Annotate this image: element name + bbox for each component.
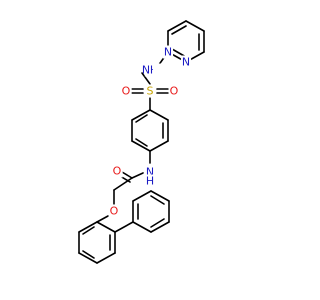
atom-label-background [144, 174, 156, 188]
atom-label-background [168, 84, 180, 98]
double-bond [82, 250, 95, 259]
bond-biaryl [114, 221, 134, 233]
atom-n-pyrimidine-bottom: N [182, 56, 190, 69]
bond [78, 221, 98, 233]
sulfonyl-group [130, 88, 169, 111]
bond [150, 190, 170, 202]
atom-label-background [144, 165, 156, 179]
bond-c-o [121, 171, 133, 179]
atom-o-ether: O [110, 205, 119, 218]
molecule-structure-diagram: N N H N S O O N H O O [78, 20, 205, 264]
bond [149, 109, 169, 121]
atom-h-amide: H [146, 175, 154, 188]
atom-sulfur: S [147, 85, 154, 98]
atom-o-amide: O [113, 165, 122, 178]
bond [96, 252, 116, 264]
atom-n-pyrimidine-top: N [164, 46, 172, 59]
atom-label-background [111, 164, 123, 178]
bond-nh-s [141, 72, 151, 85]
atom-label-background [108, 204, 120, 218]
bond-n-carbonyl [131, 172, 144, 179]
atom-o-sulfonyl-left: O [122, 85, 131, 98]
bond-o-aryl [96, 215, 109, 223]
bond [167, 20, 187, 32]
bond [131, 140, 151, 152]
phenyl-ring [132, 190, 170, 233]
double-bond [135, 114, 148, 123]
double-bond [150, 195, 165, 205]
bond [96, 221, 116, 233]
bond [78, 252, 98, 264]
phenoxy-benzene-ring [78, 221, 116, 264]
bond [132, 221, 152, 233]
atom-n-amide: N [146, 166, 154, 179]
atom-labels: N N H N S O O N H O O [108, 45, 192, 218]
bond [149, 140, 169, 152]
bond [132, 190, 152, 202]
atom-o-sulfonyl-right: O [170, 85, 179, 98]
bond [150, 221, 170, 233]
amide-carbonyl [113, 171, 133, 205]
double-bond [82, 226, 95, 235]
atom-n-sulfonamide: N [142, 64, 150, 77]
double-bond [135, 138, 148, 147]
atom-label-background [144, 63, 156, 77]
atom-label-background [162, 45, 174, 59]
atom-label-background [180, 55, 192, 69]
atom-label-background [145, 84, 155, 98]
atom-label-background [152, 63, 164, 77]
bond-c-ch2 [113, 177, 133, 191]
central-benzene-ring [131, 109, 169, 152]
double-bond [150, 218, 165, 228]
atom-label-background [120, 84, 132, 98]
bond [131, 109, 151, 121]
bond [185, 20, 205, 32]
double-bond [171, 25, 187, 35]
